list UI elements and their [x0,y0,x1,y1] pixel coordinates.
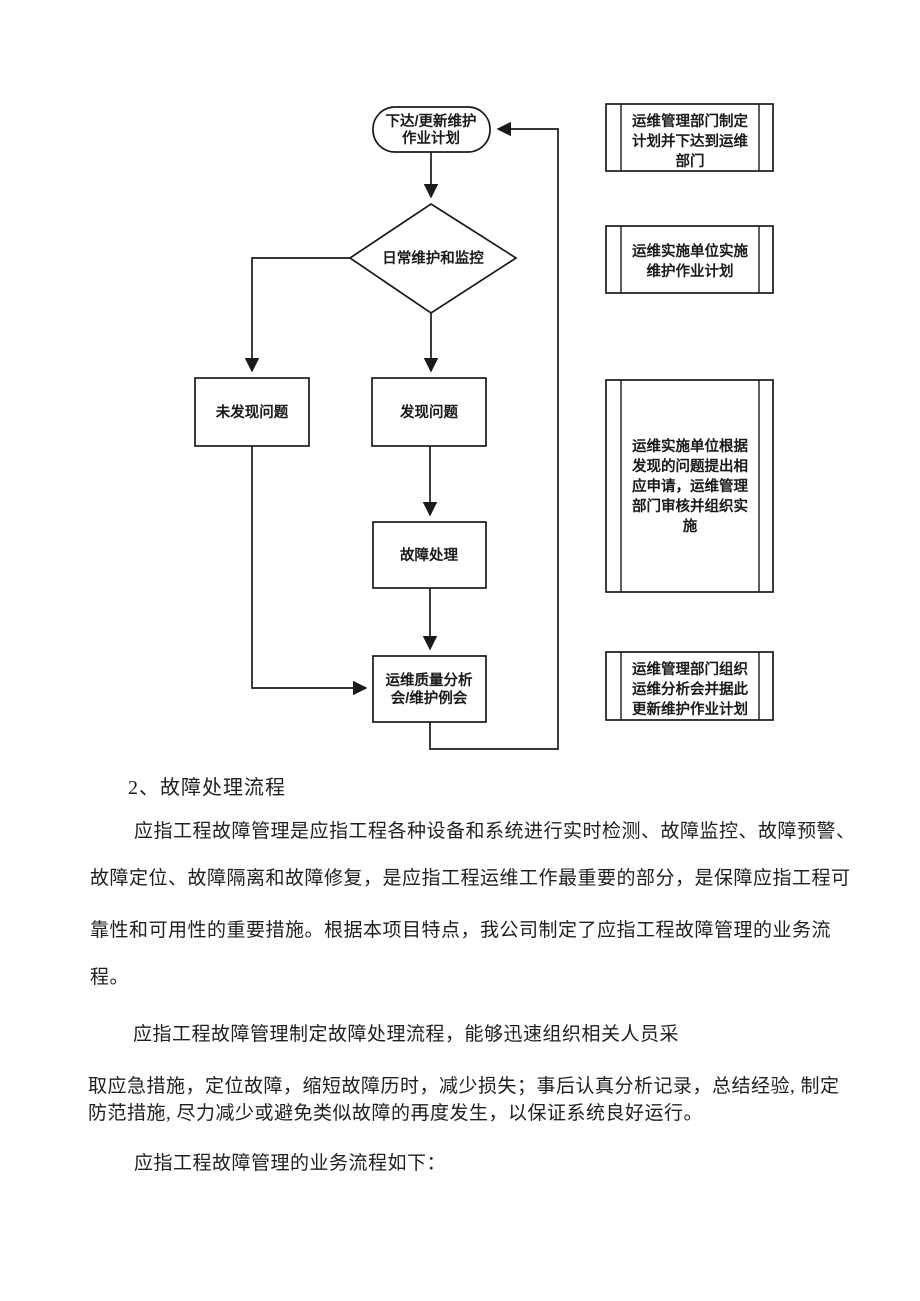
annotation4-line1: 运维管理部门组织 [632,660,748,678]
paragraph1-line3: 靠性和可用性的重要措施。根据本项目特点，我公司制定了应指工程故障管理的业务流 [90,920,832,941]
annotation-box-plan: 运维管理部门制定 计划并下达到运维 部门 [605,103,774,172]
annotation3-line1: 运维实施单位根据 [632,437,748,455]
annotation2-line2: 维护作业计划 [647,262,734,280]
paragraph1-line1: 应指工程故障管理是应指工程各种设备和系统进行实时检测、故障监控、故障预警、 [134,821,856,842]
annotation4-line2: 运维分析会并据此 [632,680,748,698]
annotation4-line3: 更新维护作业计划 [632,700,748,718]
start-node-label-line1: 下达/更新维护 [385,112,476,130]
no-issue-node: 未发现问题 [194,377,310,447]
annotation1-line3: 部门 [676,152,705,170]
fault-handling-node: 故障处理 [372,521,487,589]
annotation3-line3: 应申请，运维管理 [632,477,748,495]
paragraph2-line3: 防范措施, 尽力减少或避免类似故障的再度发生，以保证系统良好运行。 [88,1103,704,1124]
meeting-node: 运维质量分析 会/维护例会 [372,655,487,723]
paragraph2-line1: 应指工程故障管理制定故障处理流程，能够迅速组织相关人员采 [133,1024,680,1045]
start-node-label-line2: 作业计划 [402,129,460,147]
edge-feedback-to-start [429,121,559,750]
fault-handling-node-label: 故障处理 [400,546,458,564]
edge-no-issue-to-meeting [251,446,368,696]
paragraph1-line2: 故障定位、故障隔离和故障修复，是应指工程运维工作最重要的部分，是保障应指工程可 [90,868,851,889]
issue-node-label: 发现问题 [399,403,458,421]
start-node: 下达/更新维护 作业计划 [372,106,491,153]
section-heading: 2、故障处理流程 [128,777,286,799]
issue-node: 发现问题 [371,377,487,447]
no-issue-node-label: 未发现问题 [215,403,289,421]
paragraph3-line1: 应指工程故障管理的业务流程如下： [134,1153,447,1174]
annotation1-line2: 计划并下达到运维 [632,132,748,150]
maintenance-flowchart: 下达/更新维护 作业计划 日常维护和监控 未发现问题 发现问题 故障处理 运维质… [194,103,774,750]
decision-node-label: 日常维护和监控 [382,249,484,267]
annotation3-line5: 施 [683,517,698,535]
decision-node: 日常维护和监控 [348,202,518,315]
annotation1-line1: 运维管理部门制定 [632,112,748,130]
flow-edges [244,121,559,750]
annotation3-line2: 发现的问题提出相 [631,457,748,475]
annotation3-line4: 部门审核并组织实 [632,497,748,515]
annotation2-line1: 运维实施单位实施 [632,242,748,260]
annotation-box-update: 运维管理部门组织 运维分析会并据此 更新维护作业计划 [605,651,774,721]
annotation-box-apply: 运维实施单位根据 发现的问题提出相 应申请，运维管理 部门审核并组织实 施 [605,379,774,593]
meeting-node-label-line2: 会/维护例会 [391,689,468,707]
paragraph2-line2: 取应急措施，定位故障，缩短故障历时，减少损失；事后认真分析记录，总结经验, 制定 [88,1076,840,1097]
meeting-node-label-line1: 运维质量分析 [386,671,473,689]
edge-decision-to-no-issue [244,257,350,373]
paragraph1-line4: 程。 [90,967,130,988]
annotation-box-implement: 运维实施单位实施 维护作业计划 [605,225,774,294]
